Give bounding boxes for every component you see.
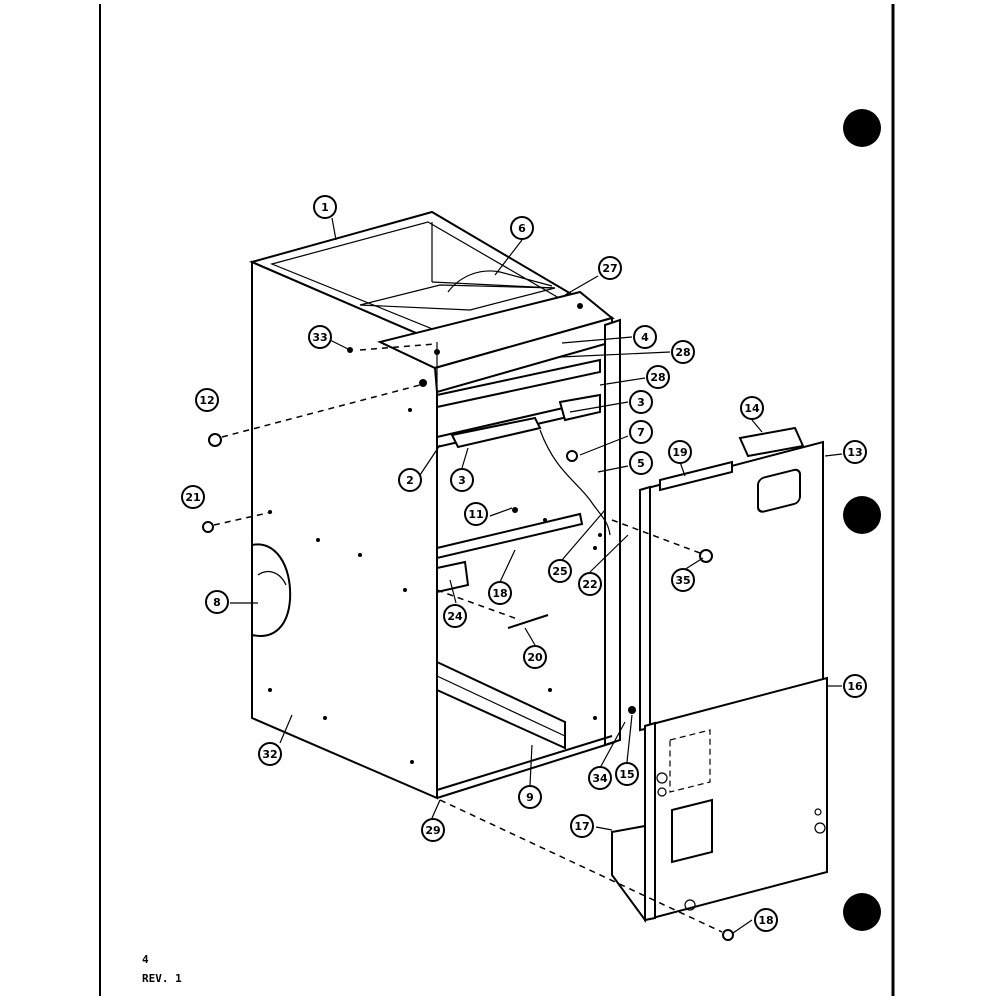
callout-label: 3 bbox=[637, 396, 645, 409]
callout-4: 4 bbox=[633, 325, 657, 349]
callout-label: 35 bbox=[675, 574, 690, 587]
callout-label: 16 bbox=[847, 680, 863, 693]
callout-label: 3 bbox=[458, 474, 466, 487]
callout-19: 19 bbox=[668, 440, 692, 464]
callout-label: 21 bbox=[185, 491, 200, 504]
screw-15 bbox=[628, 706, 636, 714]
callout-35: 35 bbox=[671, 568, 695, 592]
cabinet-front-post bbox=[604, 318, 621, 747]
callout-18: 18 bbox=[754, 908, 778, 932]
callout-label: 12 bbox=[199, 394, 214, 407]
callout-24: 24 bbox=[443, 604, 467, 628]
callout-13: 13 bbox=[843, 440, 867, 464]
binder-hole-top bbox=[843, 109, 881, 147]
callout-label: 28 bbox=[650, 371, 665, 384]
callout-3: 3 bbox=[629, 390, 653, 414]
callout-20: 20 bbox=[523, 645, 547, 669]
callout-25: 25 bbox=[548, 559, 572, 583]
callout-16: 16 bbox=[843, 674, 867, 698]
callout-17: 17 bbox=[570, 814, 594, 838]
flap-17 bbox=[611, 824, 646, 924]
bolt-20 bbox=[507, 614, 549, 629]
callout-label: 34 bbox=[592, 772, 608, 785]
callout-label: 7 bbox=[637, 426, 645, 439]
lower-door-panel bbox=[611, 676, 828, 924]
binder-hole-bottom bbox=[843, 893, 881, 931]
callout-3: 3 bbox=[450, 468, 474, 492]
callout-21: 21 bbox=[181, 485, 205, 509]
callout-15: 15 bbox=[615, 762, 639, 786]
callout-label: 32 bbox=[262, 748, 277, 761]
blower-housing bbox=[447, 270, 553, 293]
callout-label: 2 bbox=[406, 474, 414, 487]
screw-18 bbox=[722, 929, 734, 941]
callout-label: 8 bbox=[213, 596, 221, 609]
revision-label: REV. 1 bbox=[142, 972, 182, 985]
callout-12: 12 bbox=[195, 388, 219, 412]
bracket-2 bbox=[450, 416, 542, 449]
callout-label: 6 bbox=[518, 222, 526, 235]
binder-hole-middle bbox=[843, 496, 881, 534]
callout-2: 2 bbox=[398, 468, 422, 492]
callout-label: 9 bbox=[526, 791, 534, 804]
callout-7: 7 bbox=[629, 420, 653, 444]
callout-label: 18 bbox=[758, 914, 773, 927]
callout-label: 15 bbox=[619, 768, 634, 781]
callout-33: 33 bbox=[308, 325, 332, 349]
callout-1: 1 bbox=[313, 195, 337, 219]
upper-door-panel bbox=[639, 426, 824, 732]
filter-14 bbox=[738, 426, 805, 458]
page-number: 4 bbox=[142, 953, 149, 966]
callout-8: 8 bbox=[205, 590, 229, 614]
cutaway-part-8 bbox=[251, 543, 292, 637]
cabinet-body bbox=[249, 210, 621, 800]
leader-lines bbox=[230, 217, 843, 934]
bottom-rail bbox=[436, 660, 566, 750]
callout-label: 1 bbox=[321, 201, 329, 214]
callout-27: 27 bbox=[598, 256, 622, 280]
callout-label: 17 bbox=[574, 820, 589, 833]
callout-22: 22 bbox=[578, 572, 602, 596]
support-rail bbox=[436, 512, 584, 560]
screw-12 bbox=[208, 433, 222, 447]
callout-label: 22 bbox=[582, 578, 597, 591]
callout-label: 18 bbox=[492, 587, 507, 600]
callout-14: 14 bbox=[740, 396, 764, 420]
callout-28: 28 bbox=[646, 365, 670, 389]
callout-label: 5 bbox=[637, 457, 645, 470]
callout-label: 14 bbox=[744, 402, 760, 415]
callout-label: 19 bbox=[672, 446, 687, 459]
callout-9: 9 bbox=[518, 785, 542, 809]
callout-29: 29 bbox=[421, 818, 445, 842]
callout-label: 25 bbox=[552, 565, 567, 578]
screw-7 bbox=[566, 450, 578, 462]
screw-21 bbox=[202, 521, 214, 533]
callout-label: 4 bbox=[641, 331, 649, 344]
callout-label: 13 bbox=[847, 446, 862, 459]
callout-5: 5 bbox=[629, 451, 653, 475]
callout-32: 32 bbox=[258, 742, 282, 766]
door-window bbox=[757, 468, 801, 513]
callout-label: 24 bbox=[447, 610, 463, 623]
door-handle-19 bbox=[659, 460, 733, 492]
callout-34: 34 bbox=[588, 766, 612, 790]
callout-label: 29 bbox=[425, 824, 440, 837]
callout-6: 6 bbox=[510, 216, 534, 240]
callout-11: 11 bbox=[464, 502, 488, 526]
callout-label: 11 bbox=[468, 508, 483, 521]
callout-label: 33 bbox=[312, 331, 327, 344]
callout-label: 27 bbox=[602, 262, 617, 275]
screw-35 bbox=[699, 549, 713, 563]
callout-label: 28 bbox=[675, 346, 690, 359]
bracket-3 bbox=[558, 393, 601, 422]
callout-18: 18 bbox=[488, 581, 512, 605]
callout-28: 28 bbox=[671, 340, 695, 364]
callout-label: 20 bbox=[527, 651, 543, 664]
